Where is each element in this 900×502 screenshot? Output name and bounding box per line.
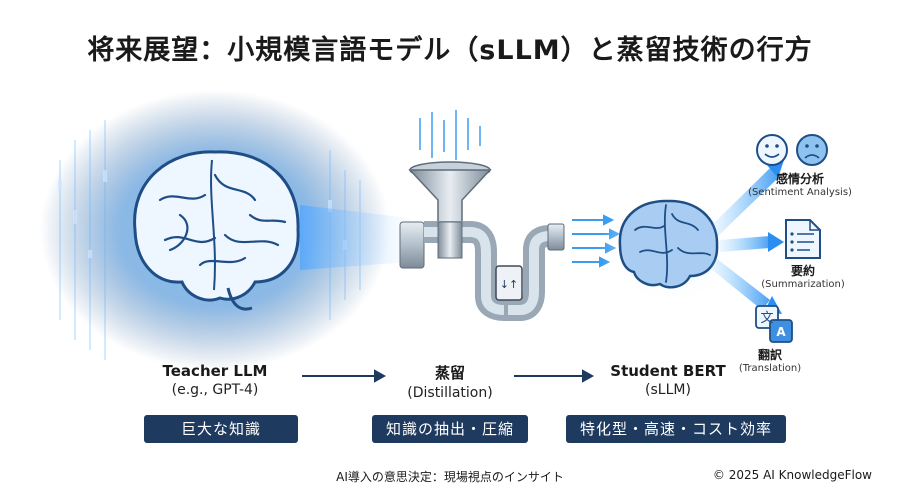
task-sentiment: 感情分析 (Sentiment Analysis) bbox=[730, 170, 870, 198]
task-summarization-name: 要約 bbox=[790, 264, 815, 278]
teacher-brain-icon bbox=[40, 90, 410, 370]
page-title: 将来展望：小規模言語モデル（sLLM）と蒸留技術の行方 bbox=[87, 35, 813, 66]
student-sub: (sLLM) bbox=[645, 382, 691, 398]
footer-copyright: © 2025 AI KnowledgeFlow bbox=[712, 468, 872, 482]
task-sentiment-name: 感情分析 bbox=[775, 172, 824, 186]
student-brain-icon bbox=[600, 190, 740, 306]
student-label: Student BERT (sLLM) bbox=[598, 362, 738, 398]
document-icon bbox=[785, 219, 821, 259]
translate-icon: 文 A bbox=[755, 305, 793, 343]
student-name: Student BERT bbox=[610, 362, 726, 380]
process-arrows bbox=[302, 369, 595, 383]
teacher-name: Teacher LLM bbox=[162, 362, 268, 380]
translate-source-glyph: 文 bbox=[760, 311, 773, 326]
task-sentiment-sub: (Sentiment Analysis) bbox=[748, 187, 852, 198]
teacher-tag: 巨大な知識 bbox=[144, 415, 298, 443]
task-summarization-sub: (Summarization) bbox=[761, 279, 845, 290]
footer-caption: AI導入の意思決定：現場視点のインサイト bbox=[336, 470, 564, 484]
distill-tag: 知識の抽出・圧縮 bbox=[372, 415, 528, 443]
emotion-faces-icon bbox=[756, 134, 828, 166]
distill-label: 蒸留 (Distillation) bbox=[385, 362, 515, 401]
task-translation-sub: (Translation) bbox=[738, 363, 802, 374]
translate-target-glyph: A bbox=[776, 325, 786, 339]
task-translation: 翻訳 (Translation) bbox=[700, 346, 840, 374]
distill-sub: (Distillation) bbox=[407, 385, 493, 401]
distill-name: 蒸留 bbox=[434, 364, 465, 382]
task-summarization: 要約 (Summarization) bbox=[733, 262, 873, 290]
valve-symbol: ↓↑ bbox=[500, 278, 518, 291]
student-tag: 特化型・高速・コスト効率 bbox=[566, 415, 786, 443]
distillation-funnel-icon bbox=[408, 110, 492, 223]
teacher-sub: (e.g., GPT-4) bbox=[171, 382, 259, 398]
teacher-label: Teacher LLM (e.g., GPT-4) bbox=[140, 362, 290, 398]
distillation-pipe-icon bbox=[399, 221, 565, 321]
task-translation-name: 翻訳 bbox=[757, 348, 782, 362]
